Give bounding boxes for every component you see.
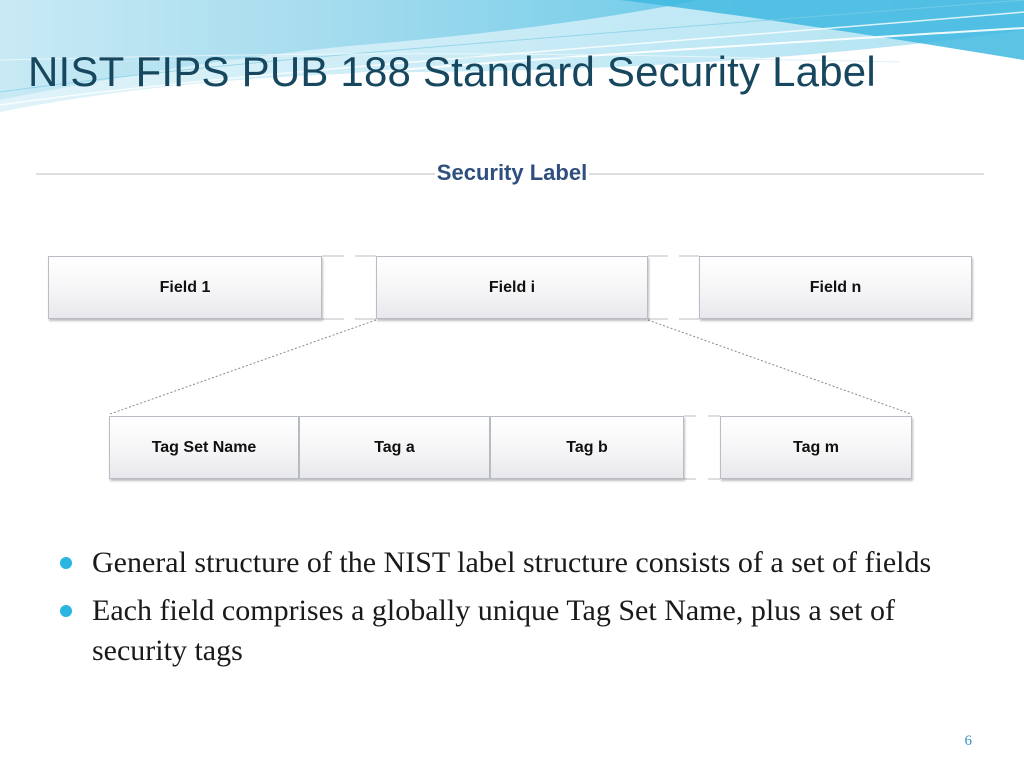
- bullet-dot-icon: [60, 605, 72, 617]
- field-n-label: Field n: [809, 278, 862, 296]
- tag-m-label: Tag m: [793, 438, 839, 456]
- diagram-title: Security Label: [0, 160, 1024, 186]
- bullet-list: General structure of the NIST label stru…: [60, 543, 960, 679]
- tag-b-box: Tag b: [490, 416, 684, 479]
- diagram-title-text: Security Label: [434, 160, 590, 185]
- tag-a-label: Tag a: [374, 438, 415, 456]
- page-number: 6: [964, 733, 973, 749]
- tag-m-box: Tag m: [720, 416, 912, 479]
- tag-set-name-box: Tag Set Name: [109, 416, 299, 479]
- tag-b-label: Tag b: [566, 438, 608, 456]
- bullet-item: Each field comprises a globally unique T…: [60, 591, 960, 671]
- bullet-text: General structure of the NIST label stru…: [92, 546, 932, 579]
- bullet-dot-icon: [60, 557, 72, 569]
- slide-title: NIST FIPS PUB 188 Standard Security Labe…: [28, 48, 876, 95]
- field-i-box: Field i: [376, 256, 648, 319]
- field-i-label: Field i: [488, 278, 536, 296]
- field-1-box: Field 1: [48, 256, 322, 319]
- tag-a-box: Tag a: [299, 416, 490, 479]
- tag-set-name-label: Tag Set Name: [151, 438, 257, 456]
- bullet-item: General structure of the NIST label stru…: [60, 543, 960, 583]
- bullet-text: Each field comprises a globally unique T…: [92, 594, 895, 667]
- field-1-label: Field 1: [159, 278, 211, 296]
- field-n-box: Field n: [699, 256, 972, 319]
